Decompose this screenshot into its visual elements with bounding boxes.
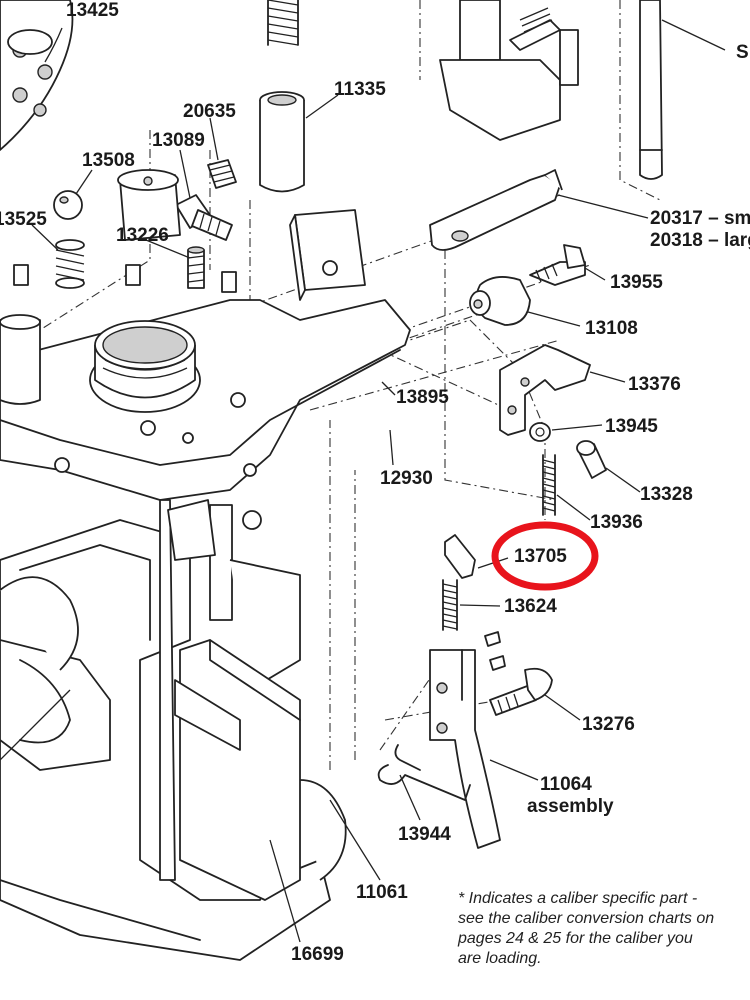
bolt-13276 [489, 667, 553, 716]
label-11335: 11335 [334, 79, 386, 100]
label-11064: 11064 [540, 774, 592, 795]
label-13226: 13226 [116, 225, 169, 246]
bolt-13328 [576, 440, 607, 479]
screws-small-right [484, 631, 506, 671]
pin-13226 [187, 246, 205, 289]
label-13089: 13089 [152, 130, 205, 151]
part-number-labels: 13425 11335 20635 13089 13508 13525 1322… [0, 0, 750, 965]
label-12930: 12930 [380, 468, 433, 489]
label-13376: 13376 [628, 374, 681, 395]
part-13705 [444, 534, 476, 579]
main-platform [0, 169, 411, 501]
label-13895: 13895 [396, 387, 449, 408]
footnote-line-2: see the caliber conversion charts on [458, 910, 714, 927]
label-20635: 20635 [183, 101, 236, 122]
sleeve-11335 [259, 91, 305, 193]
leader-lines [0, 19, 726, 943]
highlight-circle [491, 521, 599, 591]
small-screws-upper [13, 264, 237, 293]
label-13425: 13425 [66, 0, 119, 21]
bracket-20317 [429, 169, 563, 251]
footnote-line-1: * Indicates a caliber specific part - [458, 890, 697, 907]
label-13955: 13955 [610, 272, 663, 293]
label-20318: 20318 – larg [650, 230, 750, 251]
set-screw-20635 [207, 159, 237, 189]
top-spring [267, 0, 299, 46]
label-13108: 13108 [585, 318, 638, 339]
primer-bin-16699 [174, 639, 301, 901]
arm-13376 [499, 344, 591, 436]
label-20317: 20317 – sma [650, 208, 750, 229]
label-13276: 13276 [582, 714, 635, 735]
ball-13508 [53, 190, 83, 220]
wire-spring-13944 [377, 744, 471, 801]
label-13525: 13525 [0, 209, 47, 230]
spring-13624 [442, 579, 458, 631]
label-s: S [736, 42, 749, 63]
bolt-13089 [175, 194, 233, 241]
spring-13525 [55, 239, 85, 289]
footnote-line-4: are loading. [458, 950, 542, 967]
label-13508: 13508 [82, 150, 135, 171]
spring-13936 [542, 454, 556, 516]
label-11061: 11061 [356, 882, 408, 903]
footnote-line-3: pages 24 & 25 for the caliber you [457, 930, 693, 947]
shellplate-disc [0, 0, 74, 151]
label-13328: 13328 [640, 484, 693, 505]
label-11064-assembly: assembly [527, 796, 614, 817]
label-16699: 16699 [291, 944, 344, 965]
washer-13945 [529, 422, 551, 442]
label-13936: 13936 [590, 512, 643, 533]
label-13705: 13705 [514, 546, 567, 567]
lever-11064 [429, 649, 501, 849]
upper-linkage [439, 0, 663, 180]
label-13944: 13944 [398, 824, 451, 845]
screw-13955 [529, 244, 586, 286]
cam-13108 [469, 276, 531, 326]
label-13945: 13945 [605, 416, 658, 437]
label-13624: 13624 [504, 596, 557, 617]
footnote: * Indicates a caliber specific part - se… [457, 890, 714, 967]
